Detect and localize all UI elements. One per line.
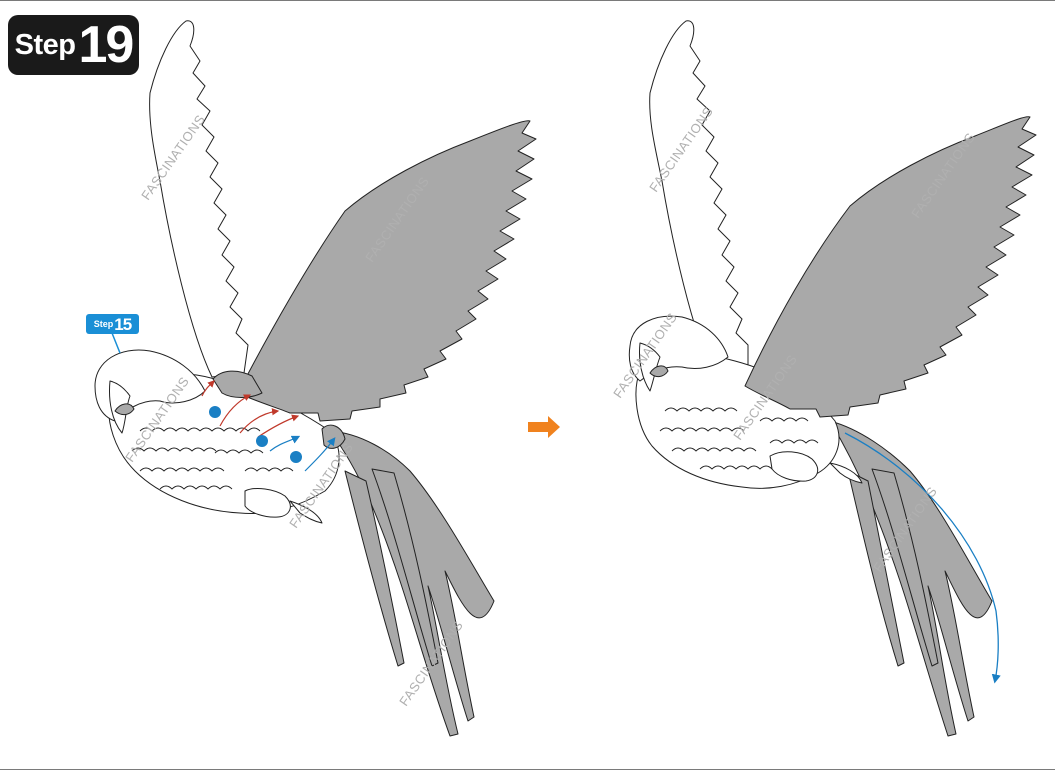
- parrot-left: [95, 21, 536, 736]
- sub-step-badge-word: Step: [94, 319, 114, 329]
- left-back-wing: [150, 21, 248, 377]
- placement-dot-icon: [256, 435, 268, 447]
- sub-step-badge-number: 15: [114, 316, 131, 333]
- step-badge-word: Step: [15, 29, 76, 62]
- placement-dot-icon: [209, 406, 221, 418]
- step-badge-number: 19: [79, 19, 133, 71]
- sub-step-badge: Step 15: [86, 314, 139, 334]
- placement-dot-icon: [290, 451, 302, 463]
- step-badge: Step 19: [8, 15, 139, 75]
- left-front-wing: [238, 121, 536, 421]
- sub-badge-leader: [112, 333, 120, 353]
- transition-arrow-icon: [528, 416, 560, 438]
